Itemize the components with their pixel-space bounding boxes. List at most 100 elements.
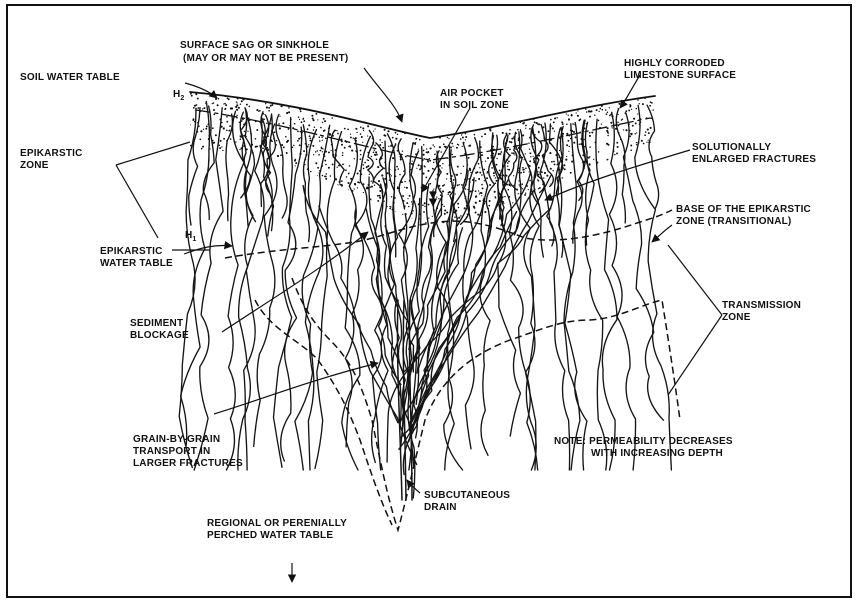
- stipple-dot: [515, 207, 517, 209]
- stipple-dot: [612, 98, 614, 100]
- stipple-dot: [340, 212, 341, 213]
- stipple-dot: [367, 135, 368, 136]
- stipple-dot: [351, 200, 353, 202]
- stipple-dot: [566, 104, 568, 106]
- stipple-dot: [522, 167, 524, 169]
- stipple-dot: [611, 171, 612, 172]
- stipple-dot: [435, 99, 436, 100]
- stipple-dot: [377, 154, 378, 155]
- stipple-dot: [262, 177, 263, 178]
- stipple-dot: [424, 206, 425, 207]
- stipple-dot: [498, 153, 500, 155]
- stipple-dot: [484, 211, 486, 213]
- stipple-dot: [563, 217, 564, 218]
- stipple-dot: [363, 105, 365, 107]
- stipple-dot: [257, 92, 259, 94]
- stipple-dot: [543, 177, 544, 178]
- stipple-dot: [300, 208, 301, 209]
- stipple-dot: [605, 109, 607, 111]
- stipple-dot: [570, 185, 572, 187]
- stipple-dot: [371, 156, 372, 157]
- stipple-dot: [325, 195, 327, 197]
- stipple-dot: [539, 200, 540, 201]
- stipple-dot: [607, 206, 609, 208]
- stipple-dot: [346, 109, 348, 111]
- stipple-dot: [423, 144, 425, 146]
- stipple-dot: [571, 114, 572, 115]
- stipple-dot: [416, 168, 417, 169]
- stipple-dot: [534, 202, 536, 204]
- stipple-dot: [255, 179, 256, 180]
- stipple-dot: [649, 157, 650, 158]
- stipple-dot: [268, 215, 270, 217]
- stipple-dot: [549, 107, 551, 109]
- label-larger-fractures: LARGER FRACTURES: [133, 458, 243, 469]
- stipple-dot: [270, 105, 272, 107]
- stipple-dot: [379, 91, 381, 93]
- stipple-dot: [348, 173, 349, 174]
- label-sediment: SEDIMENT: [130, 318, 183, 329]
- stipple-dot: [429, 112, 431, 114]
- stipple-dot: [388, 111, 390, 113]
- stipple-dot: [453, 179, 455, 181]
- stipple-dot: [378, 104, 379, 105]
- stipple-dot: [216, 214, 218, 216]
- stipple-dot: [315, 207, 317, 209]
- stipple-dot: [310, 140, 312, 142]
- stipple-dot: [508, 160, 510, 162]
- stipple-dot: [373, 92, 375, 94]
- stipple-dot: [189, 164, 191, 166]
- stipple-dot: [502, 132, 504, 134]
- stipple-dot: [446, 125, 448, 127]
- stipple-dot: [225, 180, 226, 181]
- stipple-dot: [544, 172, 546, 174]
- stipple-dot: [212, 103, 213, 104]
- stipple-dot: [342, 152, 344, 154]
- stipple-dot: [336, 96, 338, 98]
- stipple-dot: [491, 167, 493, 169]
- stipple-dot: [341, 144, 343, 146]
- stipple-dot: [527, 104, 528, 105]
- stipple-dot: [654, 154, 656, 156]
- stipple-dot: [419, 168, 421, 170]
- stipple-dot: [437, 107, 439, 109]
- stipple-dot: [617, 146, 619, 148]
- stipple-dot: [224, 179, 226, 181]
- stipple-dot: [444, 225, 446, 227]
- stipple-dot: [268, 110, 270, 112]
- stipple-dot: [656, 100, 658, 102]
- stipple-dot: [446, 178, 447, 179]
- stipple-dot: [301, 181, 302, 182]
- stipple-dot: [649, 190, 651, 192]
- stipple-dot: [297, 140, 299, 142]
- stipple-dot: [329, 185, 331, 187]
- stipple-dot: [604, 214, 606, 216]
- stipple-dot: [541, 171, 543, 173]
- stipple-dot: [469, 114, 470, 115]
- stipple-dot: [319, 140, 321, 142]
- stipple-dot: [415, 227, 417, 229]
- stipple-dot: [297, 175, 299, 177]
- stipple-dot: [203, 107, 205, 109]
- stipple-dot: [542, 104, 544, 106]
- stipple-dot: [578, 95, 579, 96]
- stipple-dot: [425, 97, 427, 99]
- stipple-dot: [266, 208, 268, 210]
- stipple-dot: [373, 122, 375, 124]
- stipple-dot: [475, 180, 477, 182]
- stipple-dot: [648, 90, 650, 92]
- stipple-dot: [579, 144, 580, 145]
- stipple-dot: [640, 93, 642, 95]
- stipple-dot: [460, 129, 462, 131]
- fracture-line: [276, 114, 287, 218]
- stipple-dot: [323, 105, 325, 107]
- stipple-dot: [295, 187, 297, 189]
- stipple-dot: [302, 105, 303, 106]
- stipple-dot: [528, 189, 529, 190]
- stipple-dot: [225, 223, 227, 225]
- stipple-dot: [280, 94, 281, 95]
- stipple-dot: [259, 95, 260, 96]
- stipple-dot: [231, 155, 233, 157]
- stipple-dot: [388, 211, 389, 212]
- stipple-dot: [623, 129, 624, 130]
